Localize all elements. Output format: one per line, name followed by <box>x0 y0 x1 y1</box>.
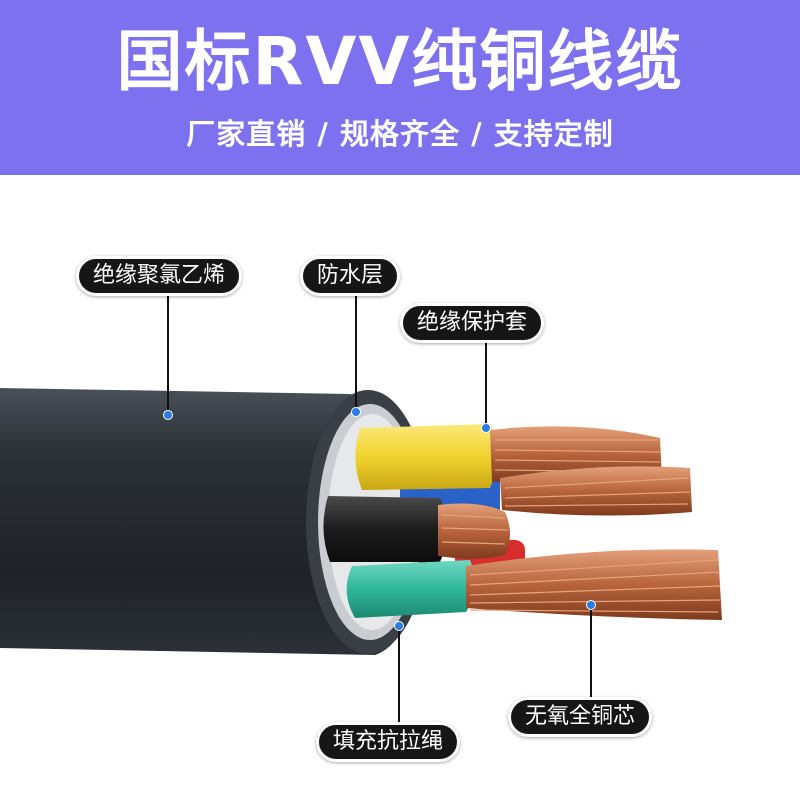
label-waterproof-layer: 防水层 <box>300 256 401 296</box>
copper-strands-green <box>466 549 722 620</box>
core-yellow <box>355 424 498 490</box>
core-black <box>323 496 448 562</box>
copper-strands-blue <box>500 466 692 516</box>
callout-line-copper <box>590 604 592 700</box>
callout-line-insulation-pvc <box>167 294 169 416</box>
callout-line-sheath <box>485 338 487 428</box>
marker-dot-filler <box>394 621 404 631</box>
core-green <box>346 560 476 618</box>
label-filler-rope: 填充抗拉绳 <box>316 722 461 762</box>
label-insulation-sheath: 绝缘保护套 <box>400 303 545 343</box>
page-subtitle: 厂家直销 / 规格齐全 / 支持定制 <box>186 117 614 151</box>
header-banner: 国标RVV纯铜线缆 厂家直销 / 规格齐全 / 支持定制 <box>0 0 800 175</box>
callout-line-filler <box>398 626 400 728</box>
marker-dot-copper <box>586 600 596 610</box>
copper-strands-black <box>438 503 510 559</box>
marker-dot-sheath <box>481 423 491 433</box>
callout-line-waterproof <box>355 294 357 412</box>
page-title: 国标RVV纯铜线缆 <box>116 23 684 100</box>
marker-dot-waterproof <box>351 407 361 417</box>
marker-dot-insulation-pvc <box>163 410 173 420</box>
label-insulation-pvc: 绝缘聚氯乙烯 <box>76 256 243 296</box>
label-oxygen-free-copper: 无氧全铜芯 <box>508 697 653 737</box>
